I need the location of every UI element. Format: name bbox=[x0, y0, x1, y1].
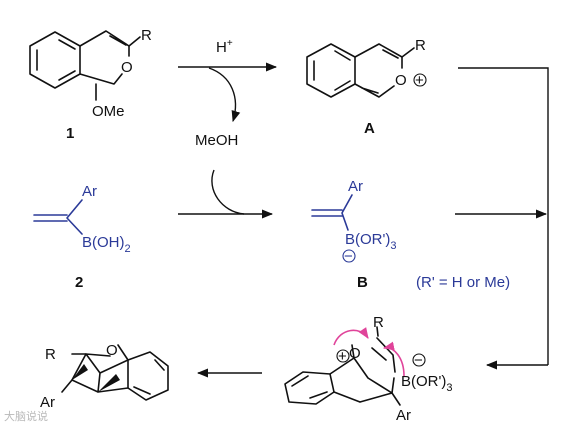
intermediate-b-charge: − bbox=[344, 248, 353, 265]
r-prime-note: (R' = H or Me) bbox=[416, 274, 510, 291]
compound-2-ar: Ar bbox=[82, 183, 97, 200]
intermediate-a-r: R bbox=[415, 37, 426, 54]
product-oxygen: O bbox=[106, 342, 118, 359]
step1-arrow: H+ MeOH bbox=[178, 38, 278, 149]
step1-byproduct: MeOH bbox=[195, 132, 238, 149]
bracket-line bbox=[458, 67, 549, 365]
curved-arrow-electron-1 bbox=[333, 327, 369, 346]
product-wedge-bond bbox=[72, 364, 88, 380]
compound-1-ome: OMe bbox=[92, 103, 125, 120]
intermediate-b-letter: B bbox=[357, 274, 368, 291]
product-r: R bbox=[45, 346, 56, 363]
product-bicycle bbox=[71, 344, 129, 393]
product-wedge-bond-2 bbox=[98, 374, 120, 392]
product-ar: Ar bbox=[40, 394, 55, 411]
intermediate-b-vinyl bbox=[311, 194, 353, 231]
intermediate-b-charge-circle bbox=[342, 249, 356, 263]
compound-2: Ar B(OH)2 2 bbox=[33, 183, 131, 291]
compound-1-oxygen: O bbox=[121, 59, 133, 76]
transition-o-charge: + bbox=[338, 348, 347, 365]
step2-arrow bbox=[178, 169, 274, 219]
transition-structure: R O + B(OR')3 − Ar bbox=[284, 314, 452, 424]
intermediate-a-r-bond bbox=[401, 47, 415, 58]
watermark: 大脑说说 bbox=[4, 409, 48, 423]
intermediate-a-pyrylium-ring bbox=[354, 43, 403, 98]
transition-o-charge-circle bbox=[336, 349, 350, 363]
product-ar-bond bbox=[61, 379, 73, 393]
step2-methanol-arrow bbox=[211, 169, 245, 215]
intermediate-a-letter: A bbox=[364, 120, 375, 137]
intermediate-a: R O + A bbox=[306, 37, 427, 137]
intermediate-b-ar: Ar bbox=[348, 178, 363, 195]
step1-byproduct-arrow bbox=[208, 67, 241, 123]
transition-oxygen: O bbox=[349, 345, 361, 362]
intermediate-a-oxygen: O bbox=[395, 72, 407, 89]
product-benzene bbox=[127, 351, 169, 401]
transition-benzene bbox=[284, 371, 335, 405]
transition-ar: Ar bbox=[396, 407, 411, 424]
intermediate-a-charge-circle bbox=[413, 73, 427, 87]
compound-2-vinyl bbox=[33, 199, 83, 235]
intermediate-b: Ar B(OR')3 − B bbox=[311, 178, 396, 291]
compound-1: R O OMe 1 bbox=[29, 27, 152, 142]
transition-ar-bond bbox=[391, 392, 401, 406]
intermediate-b-boron: B(OR')3 bbox=[345, 231, 396, 252]
curved-arrow-electron-2 bbox=[382, 341, 405, 377]
step1-reagent: H+ bbox=[216, 38, 233, 56]
product: R O Ar bbox=[40, 342, 169, 411]
compound-1-benzene bbox=[29, 31, 81, 89]
compound-2-boron: B(OH)2 bbox=[82, 234, 131, 255]
compound-1-r: R bbox=[141, 27, 152, 44]
transition-boron: B(OR')3 bbox=[401, 373, 452, 394]
intermediate-a-charge: + bbox=[415, 72, 424, 89]
transition-b-charge-circle bbox=[412, 353, 426, 367]
compound-1-pyran-ring bbox=[79, 30, 130, 85]
compound-2-number: 2 bbox=[75, 274, 83, 291]
bracket-arrow bbox=[455, 67, 549, 370]
compound-1-number: 1 bbox=[66, 125, 74, 142]
transition-b-charge: − bbox=[414, 352, 423, 369]
transition-r: R bbox=[373, 314, 384, 331]
compound-1-r-bond bbox=[128, 36, 141, 47]
intermediate-a-benzene bbox=[306, 43, 356, 98]
